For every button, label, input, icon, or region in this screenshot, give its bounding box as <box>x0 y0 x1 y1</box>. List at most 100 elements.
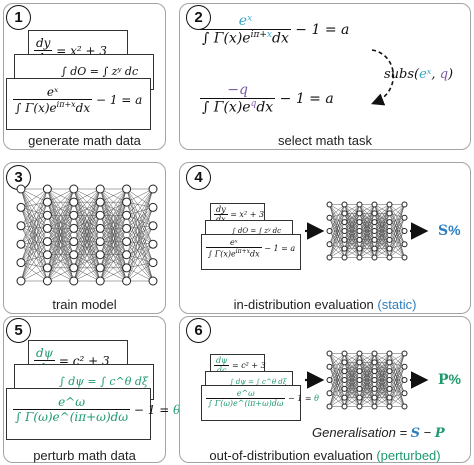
network-node <box>95 210 105 220</box>
network-edge <box>344 204 360 240</box>
network-edge <box>99 188 127 255</box>
network-edge <box>47 188 75 229</box>
network-edge <box>73 267 101 282</box>
network-edge <box>389 230 405 249</box>
network-edge <box>126 202 154 263</box>
network-node <box>326 350 333 357</box>
network-edge <box>20 207 48 229</box>
network-edge <box>329 393 345 407</box>
network-edge <box>20 225 48 255</box>
network-edge <box>126 188 154 203</box>
mini-dc: dc <box>214 365 230 375</box>
network-edge <box>126 207 154 255</box>
network-edge <box>344 239 360 258</box>
network-node <box>371 201 378 208</box>
network-node <box>326 377 333 383</box>
dpsi-numerator: dψ <box>36 346 54 360</box>
network-edge <box>329 379 345 394</box>
network-edge <box>20 243 48 255</box>
network-edge <box>126 241 154 282</box>
network-edge <box>126 244 154 282</box>
front-denominator-dx: dx <box>75 101 91 115</box>
network-edge <box>329 371 345 407</box>
network-node <box>69 210 79 220</box>
network-edge <box>126 228 154 245</box>
network-node <box>148 202 158 212</box>
neural-network-large <box>16 184 158 286</box>
panel-number-1: 1 <box>6 5 31 30</box>
network-edge <box>389 217 405 232</box>
network-node <box>341 385 348 392</box>
network-edge <box>126 201 154 226</box>
network-edge <box>374 379 390 407</box>
network-node <box>148 239 158 249</box>
network-edge <box>344 353 360 381</box>
network-node <box>42 263 52 273</box>
network-edge <box>99 215 127 282</box>
network-node <box>122 263 132 273</box>
network-edge <box>99 188 127 229</box>
substituted-equation-tail: − 1 = a <box>279 90 334 107</box>
network-edge <box>359 222 375 258</box>
network-node <box>42 197 52 207</box>
network-edge <box>20 188 48 216</box>
network-edge <box>20 228 48 245</box>
perturbed-symbol: P <box>438 372 449 388</box>
network-edge <box>374 230 390 258</box>
network-node <box>371 403 378 410</box>
network-edge <box>126 225 154 242</box>
mini-perturbed-theta: θ <box>314 394 319 403</box>
network-edge <box>73 188 101 216</box>
network-edge <box>329 204 345 218</box>
task-exp-x: x <box>266 30 272 40</box>
network-edge <box>126 207 154 229</box>
network-node <box>341 350 348 357</box>
caption-out-of-distribution-text: out-of-distribution evaluation <box>209 448 373 463</box>
static-symbol: S <box>438 223 449 239</box>
mini-perturbed-tail: − 1 = <box>287 394 315 403</box>
network-node <box>122 184 132 194</box>
network-node <box>148 184 158 194</box>
network-edge <box>47 241 75 282</box>
subs-post: ) <box>448 67 454 82</box>
network-edge <box>359 388 375 407</box>
network-edge <box>389 239 405 258</box>
network-edge <box>126 188 154 242</box>
task-numerator: eˣ <box>200 13 291 29</box>
network-edge <box>126 202 154 245</box>
network-edge <box>20 207 48 216</box>
subs-pre: subs( <box>384 67 420 82</box>
network-edge <box>20 188 48 255</box>
mini-back-rest: = x² + 3 <box>230 210 265 219</box>
network-edge <box>389 366 405 398</box>
network-edge <box>73 228 101 282</box>
network-node <box>386 403 393 410</box>
task-exp-pre: iπ+ <box>250 30 267 40</box>
front-equation-tail: − 1 = a <box>95 93 143 107</box>
network-edge <box>47 188 74 216</box>
network-edge <box>20 225 48 242</box>
caption-train-model: train model <box>52 297 117 312</box>
generalisation-p: P <box>434 426 445 441</box>
network-edge <box>344 371 360 407</box>
network-node <box>69 223 79 233</box>
network-node <box>341 228 348 234</box>
network-node <box>371 228 378 234</box>
network-edge <box>329 230 345 245</box>
network-edge <box>344 379 360 407</box>
network-node <box>326 254 333 261</box>
network-node <box>356 210 363 217</box>
network-edge <box>20 207 48 255</box>
network-node <box>95 184 105 194</box>
mini-dy: dy <box>216 205 226 214</box>
network-edge <box>329 371 345 394</box>
front-denominator-integral: ∫ Γ(x) <box>15 101 50 115</box>
mini-sheet-front: eˣ∫ Γ(x)eiπ+xdx − 1 = a <box>201 234 301 270</box>
network-edge <box>100 267 127 282</box>
network-edge <box>20 215 48 263</box>
network-edge <box>344 353 360 372</box>
network-node <box>356 350 363 357</box>
network-edge <box>126 241 154 263</box>
network-edge <box>126 215 154 282</box>
network-node <box>69 197 79 207</box>
